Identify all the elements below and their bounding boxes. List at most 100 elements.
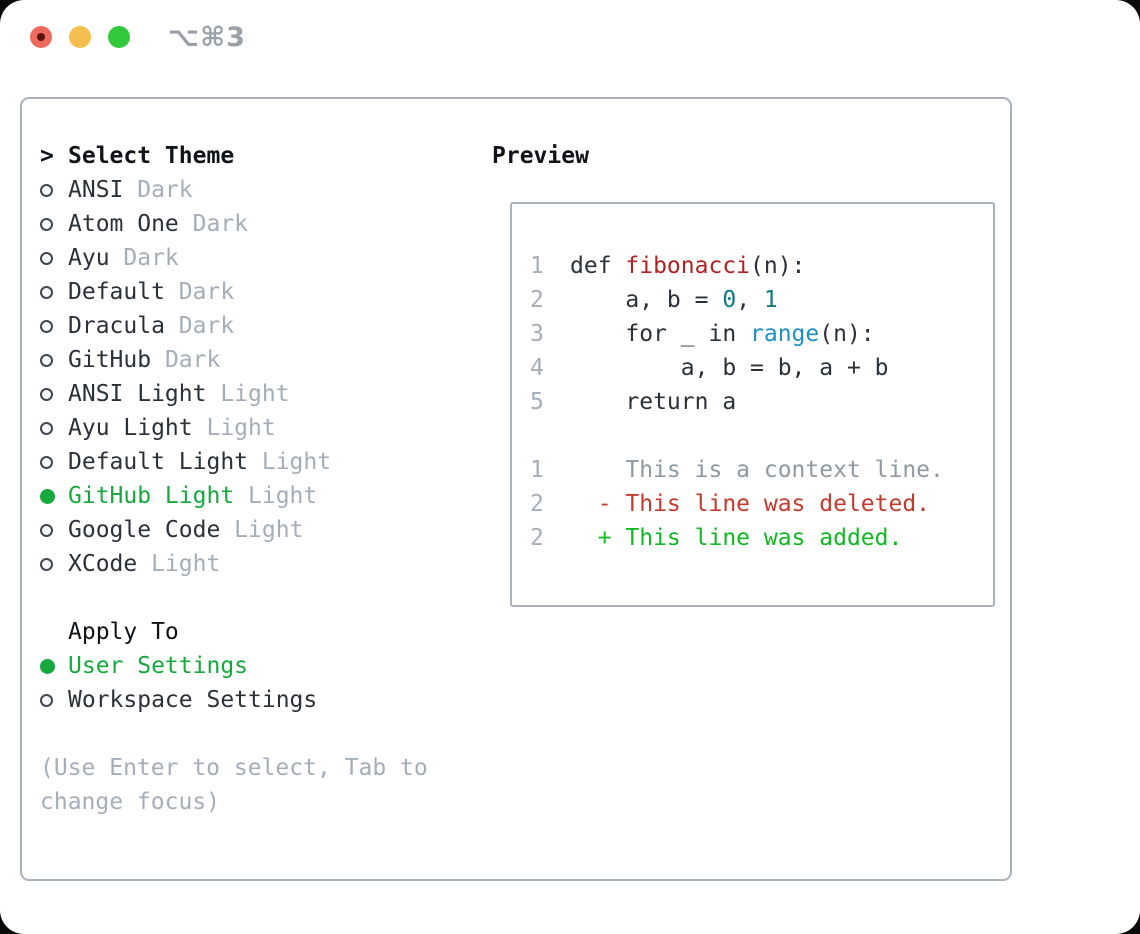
theme-option-atom-one[interactable]: Atom One Dark [40, 207, 428, 241]
code-line [530, 419, 993, 453]
radio-unselected-icon [40, 251, 53, 265]
code-token: 1 [763, 287, 778, 313]
zoom-button[interactable] [108, 26, 130, 48]
option-variant-label: Light [206, 381, 290, 407]
option-variant-label: Dark [109, 245, 179, 271]
option-label: Default Light [68, 449, 249, 475]
titlebar: ⌥⌘3 [0, 0, 1140, 72]
radio-selected-icon [40, 658, 55, 674]
code-line: 2 + This line was added. [530, 521, 993, 555]
radio-unselected-icon [40, 557, 53, 571]
close-edited-dot-icon [37, 33, 45, 41]
theme-option-default[interactable]: Default Dark [40, 275, 428, 309]
apply-to-header-row: Apply To [40, 615, 428, 649]
radio-unselected-icon [40, 319, 53, 333]
option-label: Atom One [68, 211, 179, 237]
cursor-marker-icon: > [40, 143, 54, 169]
apply-option-workspace-settings[interactable]: Workspace Settings [40, 683, 428, 717]
radio-unselected-icon [40, 353, 53, 367]
option-variant-label: Light [248, 449, 332, 475]
apply-to-header: Apply To [68, 619, 179, 645]
theme-option-default-light[interactable]: Default Light Light [40, 445, 428, 479]
line-number: 4 [530, 355, 544, 381]
radio-unselected-icon [40, 183, 53, 197]
code-token: - This line was deleted. [570, 491, 931, 517]
line-number: 5 [530, 389, 544, 415]
theme-option-ayu[interactable]: Ayu Dark [40, 241, 428, 275]
code-token: 0 [722, 287, 737, 313]
traffic-lights [30, 26, 130, 48]
line-number: 2 [530, 525, 544, 551]
close-button[interactable] [30, 26, 52, 48]
spacer [40, 581, 428, 615]
radio-unselected-icon [40, 217, 53, 231]
code-line: 5 return a [530, 385, 993, 419]
option-label: Default [68, 279, 165, 305]
radio-unselected-icon [40, 455, 53, 469]
line-number: 2 [530, 491, 544, 517]
apply-option-user-settings[interactable]: User Settings [40, 649, 428, 683]
preview-header: Preview [492, 143, 589, 169]
option-label: Workspace Settings [68, 687, 318, 713]
option-label: ANSI [68, 177, 124, 203]
theme-option-google-code[interactable]: Google Code Light [40, 513, 428, 547]
code-token: return a [570, 389, 737, 415]
option-variant-label: Light [234, 483, 318, 509]
code-line: 1 This is a context line. [530, 453, 993, 487]
code-line: 2 - This line was deleted. [530, 487, 993, 521]
radio-unselected-icon [40, 285, 53, 299]
minimize-button[interactable] [69, 26, 91, 48]
radio-selected-icon [40, 488, 55, 504]
radio-unselected-icon [40, 693, 53, 707]
code-line: 3 for _ in range(n): [530, 317, 993, 351]
option-label: ANSI Light [68, 381, 207, 407]
option-label: User Settings [68, 653, 249, 679]
option-label: GitHub [68, 347, 152, 373]
line-number: 3 [530, 321, 544, 347]
code-token: range [750, 321, 820, 347]
option-label: GitHub Light [68, 483, 235, 509]
option-label: Google Code [68, 517, 221, 543]
theme-option-github-light[interactable]: GitHub Light Light [40, 479, 428, 513]
window-shortcut-label: ⌥⌘3 [168, 22, 246, 53]
hint-text-line-1: (Use Enter to select, Tab to [40, 755, 428, 781]
line-number: 2 [530, 287, 544, 313]
radio-unselected-icon [40, 523, 53, 537]
theme-option-ansi-light[interactable]: ANSI Light Light [40, 377, 428, 411]
select-theme-header-row: > Select Theme [40, 139, 428, 173]
option-variant-label: Light [192, 415, 276, 441]
theme-option-ayu-light[interactable]: Ayu Light Light [40, 411, 428, 445]
line-number: 1 [530, 457, 544, 483]
code-token: def [570, 253, 626, 279]
code-token: a, b = b, a + b [570, 355, 889, 381]
code-token: This is a context line. [570, 457, 944, 483]
theme-option-dracula[interactable]: Dracula Dark [40, 309, 428, 343]
option-label: XCode [68, 551, 138, 577]
code-token: (n): [750, 253, 806, 279]
code-token: for _ in [570, 321, 751, 347]
theme-option-ansi[interactable]: ANSI Dark [40, 173, 428, 207]
option-label: Ayu Light [68, 415, 193, 441]
option-variant-label: Dark [123, 177, 193, 203]
code-line: 2 a, b = 0, 1 [530, 283, 993, 317]
code-token: (n): [819, 321, 875, 347]
code-line: 4 a, b = b, a + b [530, 351, 993, 385]
theme-option-xcode[interactable]: XCode Light [40, 547, 428, 581]
radio-unselected-icon [40, 421, 53, 435]
spacer [40, 717, 428, 751]
option-variant-label: Light [137, 551, 221, 577]
line-number: 1 [530, 253, 544, 279]
select-theme-header: Select Theme [68, 143, 235, 169]
option-variant-label: Dark [164, 279, 235, 305]
code-token: a, b = [570, 287, 723, 313]
hint-text-line-2: change focus) [40, 789, 221, 815]
theme-option-github[interactable]: GitHub Dark [40, 343, 428, 377]
option-label: Dracula [68, 313, 165, 339]
